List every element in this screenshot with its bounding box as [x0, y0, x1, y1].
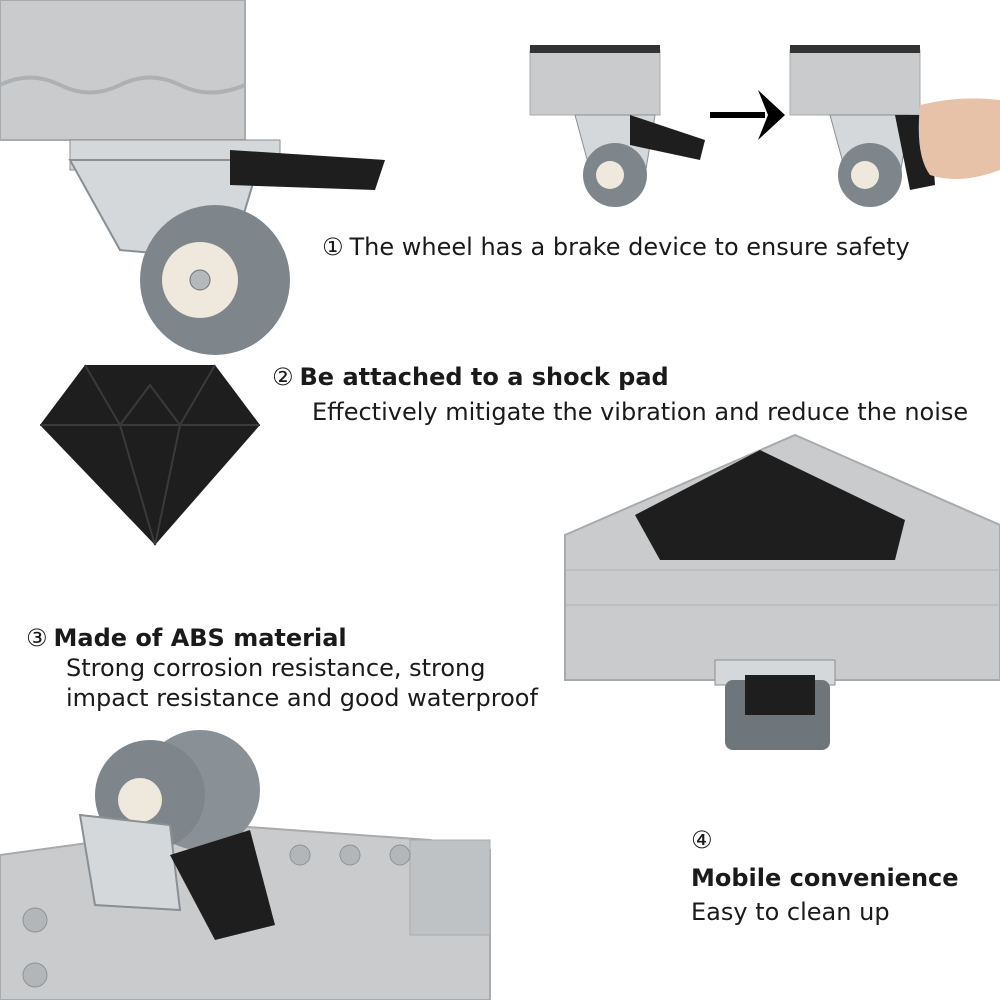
base-frame	[529, 49, 661, 116]
base-corner-with-pad	[564, 433, 1000, 750]
caster-wheel-closeup	[0, 0, 385, 355]
feature-2-title: Be attached to a shock pad	[299, 363, 669, 391]
brake-pedal	[230, 150, 385, 190]
feature-3-description-line2: impact resistance and good waterproof	[66, 684, 538, 712]
brake-pedal	[745, 675, 815, 715]
base-frame	[789, 49, 921, 116]
wheel-hub	[118, 778, 162, 822]
feature-3-number: ③	[26, 624, 48, 652]
feature-4-title: Mobile convenience	[691, 864, 959, 892]
wheel-hub	[851, 161, 879, 189]
feature-1-title: The wheel has a brake device to ensure s…	[349, 233, 910, 261]
brake-pedal	[170, 830, 275, 940]
hand-icon	[918, 98, 1000, 179]
wave-decoration	[0, 75, 246, 95]
feature-4-description: Easy to clean up	[691, 898, 890, 926]
arrow-right-icon	[710, 90, 785, 140]
brake-demo-before	[529, 45, 705, 207]
feature-2-description: Effectively mitigate the vibration and r…	[312, 398, 969, 426]
wheel-hub	[596, 161, 624, 189]
feature-3-description-line1: Strong corrosion resistance, strong	[66, 654, 486, 682]
shock-pad-icon	[40, 364, 260, 546]
feature-4-number: ④	[691, 826, 713, 854]
brake-demo-after	[789, 45, 1000, 207]
shock-pad	[635, 450, 905, 560]
base-frame	[0, 0, 246, 141]
hub-bolt	[189, 269, 211, 291]
feature-2-number: ②	[272, 363, 294, 391]
feature-3-title: Made of ABS material	[53, 624, 347, 652]
brake-pedal	[630, 115, 705, 160]
feature-1-number: ①	[322, 233, 344, 261]
caster-on-base	[0, 730, 491, 1000]
fork-bracket	[78, 813, 182, 912]
